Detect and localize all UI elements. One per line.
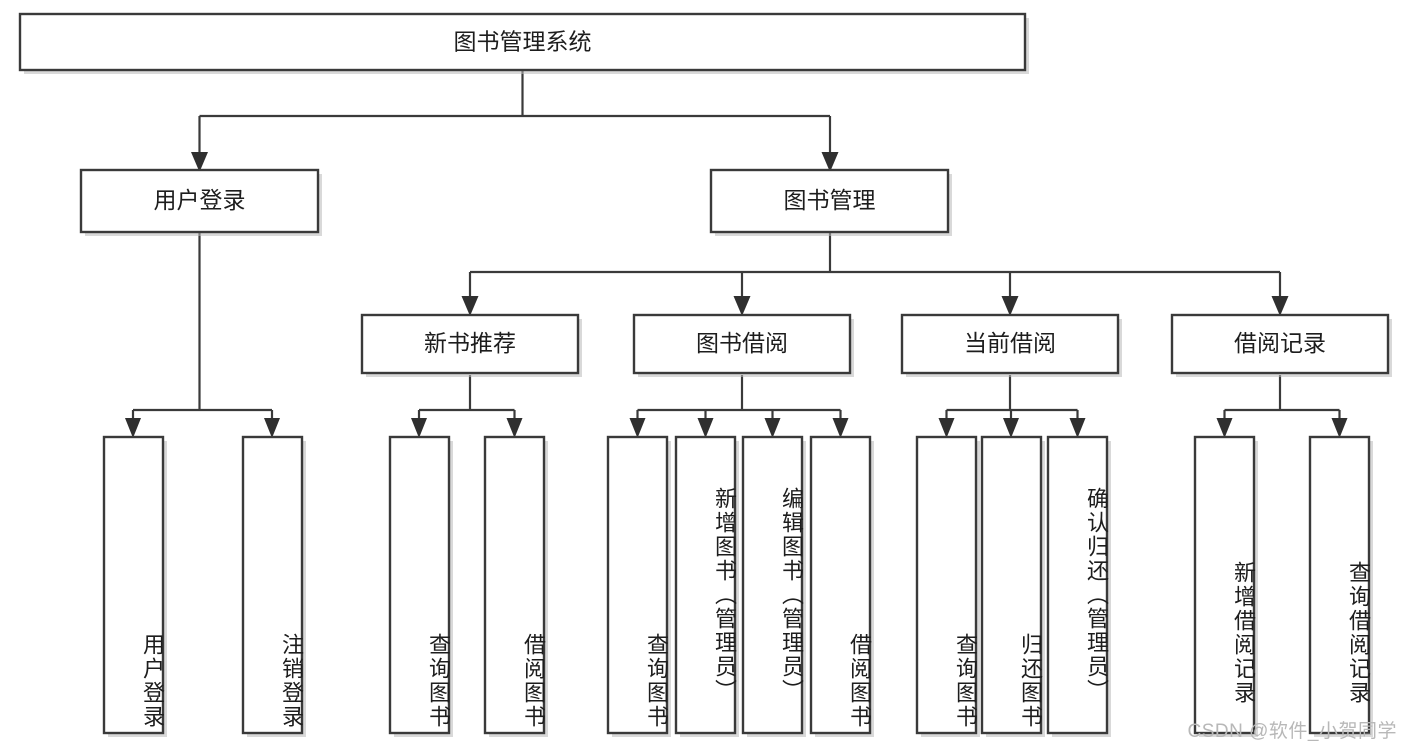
current-borrow-node-box[interactable] [900, 313, 1120, 375]
arrow-currentborrow-leaf2 [1003, 418, 1019, 438]
leaf-return-book-box[interactable] [980, 435, 1043, 735]
arrow-to-borrow-record [1271, 296, 1289, 316]
arrow-userlogin-leaf1 [125, 418, 141, 438]
book-borrow-node-box[interactable] [632, 313, 852, 375]
user-login-node-label: 用户登录 [154, 187, 246, 213]
leaf-query-book-2-box[interactable] [606, 435, 669, 735]
arrow-bookborrow-leaf4 [832, 418, 849, 438]
arrow-borrowrecord-leaf2 [1331, 418, 1348, 438]
arrow-bookborrow-leaf2 [697, 418, 714, 438]
root-node-label: 图书管理系统 [454, 29, 592, 55]
leaf-add-book-box[interactable] [674, 435, 737, 735]
arrow-to-new-book [461, 296, 479, 316]
new-book-recommend-node-box[interactable] [360, 313, 580, 375]
arrow-borrowrecord-leaf1 [1216, 418, 1233, 438]
user-login-node-box[interactable] [79, 168, 320, 234]
arrow-newbook-leaf2 [506, 418, 523, 438]
book-management-node-label: 图书管理 [784, 187, 876, 213]
node-layer: 图书管理系统 用户登录 图书管理 新书推荐 图书借阅 当前借阅 借阅记录 [18, 12, 1392, 737]
arrow-userlogin-leaf2 [264, 418, 280, 438]
leaf-query-borrow-record-box[interactable] [1308, 435, 1371, 735]
leaf-query-book-1-box[interactable] [388, 435, 451, 735]
leaf-confirm-return-box[interactable] [1046, 435, 1109, 735]
leaf-query-book-3-box[interactable] [915, 435, 978, 735]
borrow-record-node-label: 借阅记录 [1234, 330, 1326, 356]
arrow-root-to-book-mgmt [821, 152, 839, 172]
leaf-borrow-book-1-box[interactable] [483, 435, 546, 735]
leaf-add-borrow-record-box[interactable] [1193, 435, 1256, 735]
arrow-currentborrow-leaf1 [938, 418, 955, 438]
arrow-bookborrow-leaf3 [764, 418, 781, 438]
borrow-record-node-box[interactable] [1170, 313, 1390, 375]
leaf-borrow-book-2-box[interactable] [809, 435, 872, 735]
arrow-root-to-user-login [191, 152, 208, 172]
arrow-to-book-borrow [733, 296, 751, 316]
csdn-watermark: CSDN @软件_小贺同学 [1187, 721, 1397, 742]
connector-layer [125, 70, 1348, 438]
book-borrow-node-label: 图书借阅 [696, 330, 788, 356]
arrow-bookborrow-leaf1 [629, 418, 646, 438]
leaf-edit-book-box[interactable] [741, 435, 804, 735]
leaf-user-login-box[interactable] [102, 435, 165, 735]
arrow-to-current-borrow [1001, 296, 1019, 316]
arrow-currentborrow-leaf3 [1069, 418, 1086, 438]
current-borrow-node-label: 当前借阅 [964, 330, 1056, 356]
root-node-box[interactable] [18, 12, 1027, 72]
new-book-recommend-node-label: 新书推荐 [424, 330, 516, 356]
leaf-logout-box[interactable] [241, 435, 304, 735]
book-management-node-box[interactable] [709, 168, 950, 234]
arrow-newbook-leaf1 [411, 418, 427, 438]
